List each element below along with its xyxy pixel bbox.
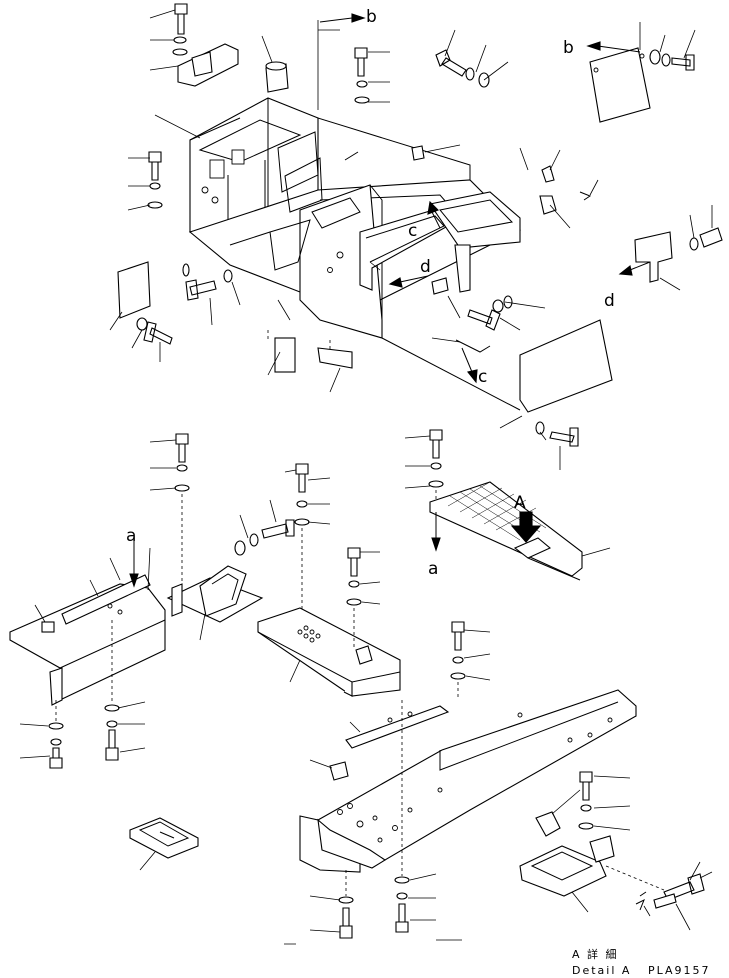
view-arrows-lower <box>129 511 542 588</box>
center-floor-plate <box>257 607 401 697</box>
bottom-fasteners <box>338 700 410 939</box>
label-A-arrow: A <box>514 493 526 513</box>
label-c-lower: c <box>478 367 487 387</box>
label-b-right: b <box>563 38 574 58</box>
view-arrow-A <box>510 511 542 543</box>
label-a-left: a <box>126 526 136 546</box>
view-arrows-upper <box>319 13 651 384</box>
center-fasteners <box>346 547 466 700</box>
caption-drawing-number: PLA9157 <box>648 964 711 977</box>
leader-lines-upper <box>109 9 713 470</box>
bolt <box>174 3 188 35</box>
label-a-right: a <box>428 559 438 579</box>
bottom-main-frame <box>299 689 637 873</box>
caption-detail-jp: A 詳 細 <box>572 947 619 961</box>
leader-lines-lower <box>19 435 713 945</box>
caption-detail-en: Detail A <box>572 964 631 977</box>
upper-frame-assembly <box>117 43 673 413</box>
rear-panel <box>519 319 613 413</box>
frame-holes <box>337 712 613 843</box>
nameplate <box>129 817 199 859</box>
washer <box>173 36 187 44</box>
label-d-left: d <box>420 257 431 277</box>
vent-holes <box>297 625 321 643</box>
mesh-grid <box>447 481 547 541</box>
label-c-upper: c <box>408 221 417 241</box>
detail-plate-fasteners <box>428 429 444 500</box>
upper-fasteners <box>136 3 723 447</box>
left-fasteners <box>48 433 310 769</box>
detail-a-plate <box>429 481 583 581</box>
left-floor-plate <box>9 565 264 706</box>
label-d-right: d <box>604 291 615 311</box>
detail-a-subassembly <box>519 771 705 911</box>
label-b-top: b <box>366 7 377 27</box>
right-cover <box>589 47 651 123</box>
